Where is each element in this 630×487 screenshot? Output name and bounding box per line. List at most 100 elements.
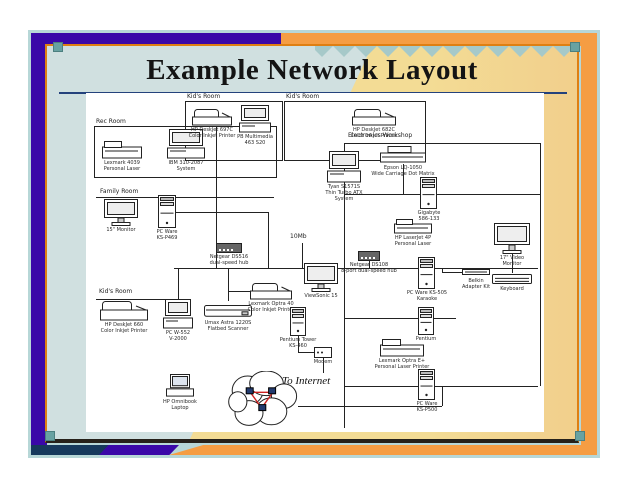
connector-line [176,212,268,213]
connector-line [216,126,217,268]
ks505-tower-label: PC Ware KS-505 Karaoke [406,290,448,302]
epson-dotmatrix-printer: Epson LQ-1050 Wide Carriage Dot Matrix [371,146,435,177]
printer-laser-icon [394,219,432,234]
monitor-icon [104,199,138,226]
netgear-hub-label: Netgear DS108 8-port dual-speed hub [341,262,397,274]
connector-line [302,243,303,268]
kids2-desktop-label: Tyan S1571S Thin Turbo ATX System [325,184,363,202]
kids3-inkjet-printer-label: HP DeskJet 660 Color Inkjet Printer [100,322,148,334]
room-header-family-room-text: Family Room [100,188,139,195]
frame-band-top-purple [31,33,281,46]
room-header-kids-room-3-text: Kid's Room [99,288,133,295]
connector-line [442,268,443,272]
connector-line [178,268,179,299]
personal-laser-printer: Lexmark 4039 Personal Laser [102,141,142,172]
ks500-tower: PC Ware KS-P500 [417,369,437,413]
laserjet-printer: HP LaserJet 4P Personal Laser [394,219,432,247]
kids1-desktop-label: PB Multimedia 463 S20 [237,134,273,146]
pentium-tower: Pentium [416,307,436,342]
viewsonic-monitor-label: ViewSonic 15 [304,293,338,299]
connector-line [174,268,538,269]
monitor-icon [304,263,338,292]
workshop-keyboard-label: Keyboard [500,286,524,292]
workshop-keyboard: Keyboard [492,273,532,292]
modem-icon [314,347,332,358]
tower-icon [290,307,306,336]
family-monitor: 15" Monitor [104,199,138,233]
family-tower: PC Ware KS-P469 [157,195,177,241]
kids3-desktop: PC W-552 V-2000 [162,299,194,342]
connector-line [512,254,513,273]
tower-icon [418,369,435,400]
printer-laser-icon [102,141,142,159]
monitor-icon [494,223,530,254]
connector-line [344,143,345,428]
connector-line [344,386,538,387]
personal-laser-printer-label: Lexmark 4039 Personal Laser [103,160,141,172]
tower-icon [158,195,176,228]
frame-band-bottom-purple [99,445,179,455]
netgear-hub: Netgear DS108 8-port dual-speed hub [341,251,397,274]
backbone-label-text: 10Mb [290,233,307,240]
kids3-inkjet-printer: HP DeskJet 660 Color Inkjet Printer [100,301,148,334]
printer-dotmatrix-icon [380,146,426,163]
laserjet-printer-label: HP LaserJet 4P Personal Laser [394,235,432,247]
connector-line [369,261,370,268]
corner-handle-top-left [53,42,63,52]
ks460-tower: Pentium Tower KS-460 [280,307,316,349]
connector-line [442,386,443,406]
family-tower-label: PC Ware KS-P469 [156,229,178,241]
card-icon [462,269,490,275]
tower-icon [418,307,434,335]
connector-line [298,336,299,352]
workshop-monitor: 17" Video Monitor [494,223,530,267]
corner-handle-bottom-right [575,431,585,441]
optra40-inkjet-printer-label: Lexmark Optra 40 Color Inkjet Printer [247,301,295,313]
printer-inkjet-icon [100,301,148,321]
left-hub: Netgear DS516 dual-speed hub [210,243,248,266]
ks505-tower: PC Ware KS-505 Karaoke [407,257,447,302]
tower-icon [418,257,435,289]
printer-inkjet-icon [192,109,232,126]
room-header-kids-room-1-text: Kid's Room [187,93,221,100]
workshop-monitor-label: 17" Video Monitor [499,255,525,267]
printer-inkjet-icon [250,283,292,300]
frame-band-right [581,33,597,445]
ibm-system-desktop: IBM 310-2087 System [166,129,206,172]
kids2-desktop: Tyan S1571S Thin Turbo ATX System [325,151,363,202]
connector-line [540,143,541,386]
desktop-icon [327,151,361,183]
connector-line [344,194,540,195]
umax-scanner: Umax Astra 1220S Flatbed Scanner [204,301,252,332]
connector-line [403,164,404,194]
kids2-inkjet-printer: HP DeskJet 682C Color Inkjet Printer [351,109,397,139]
viewsonic-monitor: ViewSonic 15 [304,263,338,299]
connector-line [268,212,269,268]
gigabyte-tower-label: Gigabyte 586-133 [417,210,441,222]
frame-band-bottom-navy [31,445,109,455]
connector-line [96,197,274,198]
connector-line [344,318,456,319]
gigabyte-tower: Gigabyte 586-133 [418,177,440,222]
family-monitor-label: 15" Monitor [106,227,136,233]
ibm-system-desktop-label: IBM 310-2087 System [168,160,204,172]
modem-label: Modem [313,359,333,365]
printer-inkjet-icon [352,109,396,126]
hub-icon [216,243,242,253]
tower-icon [420,177,437,209]
connector-line [344,143,540,144]
frame-band-left [31,33,47,445]
ks460-tower-label: Pentium Tower KS-460 [279,337,317,349]
room-header-kids-room-2-text: Kid's Room [286,93,320,100]
connector-line [298,406,442,407]
kids3-desktop-label: PC W-552 V-2000 [165,330,191,342]
connector-line [298,352,314,353]
kids2-inkjet-printer-label: HP DeskJet 682C Color Inkjet Printer [350,127,398,139]
room-header-electronics-workshop-text: Electronics Workshop [348,132,413,139]
zigzag-decoration [315,46,577,58]
frame-band-bottom-orange [169,445,597,455]
epson-dotmatrix-printer-label: Epson LQ-1050 Wide Carriage Dot Matrix [371,165,435,177]
